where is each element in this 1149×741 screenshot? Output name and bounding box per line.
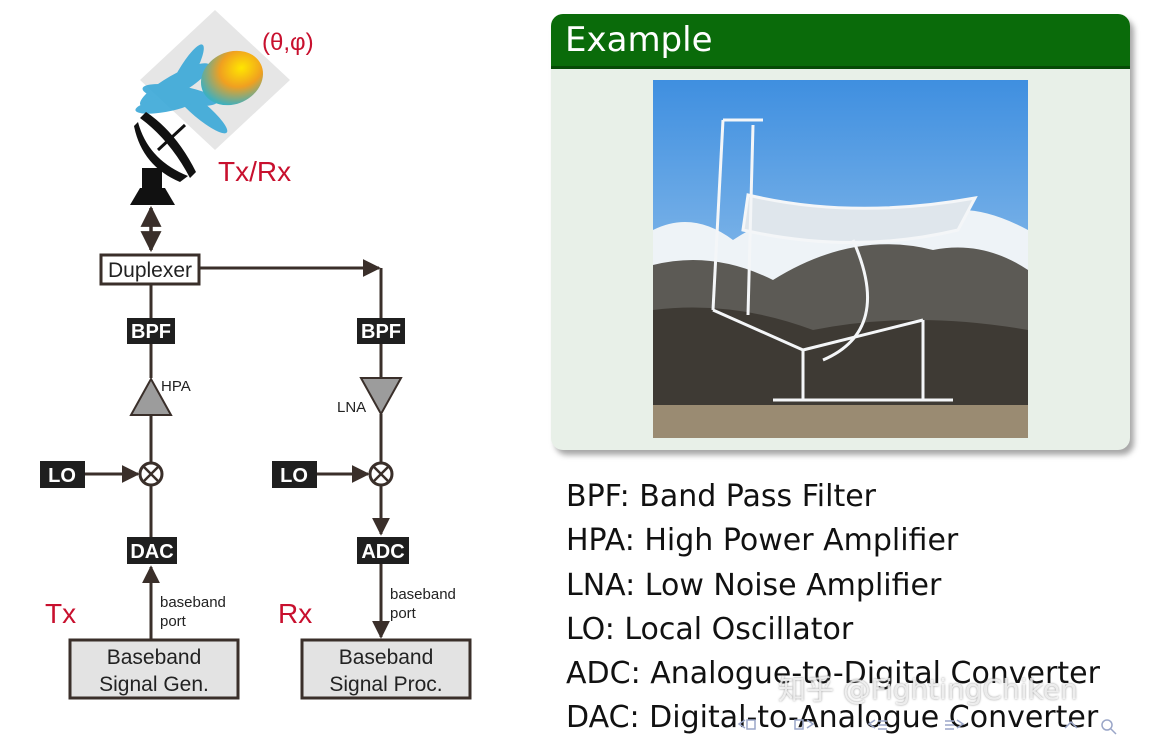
nav-back-icon[interactable]	[1064, 720, 1078, 729]
rx-bpf-block	[357, 318, 405, 344]
baseband-signal-gen-box	[68, 638, 240, 700]
glossary-item: ADC: Analogue-to-Digital Converter	[566, 656, 1100, 692]
rx-lo-label: LO	[280, 465, 308, 487]
rf-transceiver-diagram: (θ,φ) Tx/Rx Duplexer BPF HPA LO DAC	[40, 10, 472, 700]
glossary-item: LNA: Low Noise Amplifier	[566, 567, 942, 603]
baseband-signal-proc-box	[300, 638, 472, 700]
slide-navigation-bar	[737, 719, 1117, 735]
adc-label: ADC	[361, 541, 404, 563]
watermark: 知乎 @FightingChiken	[778, 673, 1078, 706]
nav-prev-section-icon[interactable]	[867, 719, 887, 730]
beam-direction-label: (θ,φ)	[262, 29, 314, 56]
rx-port-label-line2: port	[390, 605, 417, 622]
tx-lo-block	[40, 461, 85, 488]
glossary-item: DAC: Digital-to-Analogue Converter	[566, 700, 1099, 736]
nav-search-icon[interactable]	[1101, 719, 1117, 735]
radiation-pattern-icon	[135, 10, 290, 150]
hpa-label: HPA	[161, 378, 191, 395]
tx-bpf-label: BPF	[131, 321, 171, 343]
antenna-label: Tx/Rx	[218, 156, 291, 187]
rx-mixer-icon	[368, 461, 394, 487]
tx-chain: BPF HPA LO DAC baseband port Tx Baseband…	[40, 284, 240, 700]
rx-port-label-line1: baseband	[390, 586, 456, 603]
example-title: Example	[551, 14, 1130, 69]
tx-box-line2: Signal Gen.	[99, 673, 209, 696]
acronym-glossary: BPF: Band Pass Filter HPA: High Power Am…	[566, 475, 1100, 741]
tx-mixer-icon	[138, 461, 164, 487]
lna-amplifier-icon	[359, 377, 403, 417]
adc-block	[357, 537, 409, 564]
nav-prev-slide-icon[interactable]	[737, 719, 756, 730]
glossary-item: LO: Local Oscillator	[566, 611, 854, 647]
lna-label: LNA	[337, 399, 366, 416]
dac-block	[127, 537, 177, 564]
radio-telescope-photo	[653, 80, 1028, 438]
tx-port-label-line1: baseband	[160, 594, 226, 611]
example-block: Example	[551, 14, 1130, 450]
tx-lo-label: LO	[48, 465, 76, 487]
nav-next-slide-icon[interactable]	[794, 719, 815, 730]
rx-side-label: Rx	[278, 598, 312, 629]
tx-side-label: Tx	[45, 598, 76, 629]
tx-bpf-block	[127, 318, 175, 344]
rx-box-line2: Signal Proc.	[329, 673, 442, 696]
glossary-item: BPF: Band Pass Filter	[566, 479, 877, 514]
dac-label: DAC	[130, 541, 173, 563]
glossary-item: HPA: High Power Amplifier	[566, 523, 959, 559]
rx-chain: BPF LNA LO ADC baseband port Rx Baseband…	[272, 318, 472, 700]
rx-bpf-label: BPF	[361, 321, 401, 343]
nav-next-section-icon[interactable]	[945, 719, 965, 730]
rx-box-line1: Baseband	[339, 646, 434, 669]
duplexer-label: Duplexer	[108, 259, 192, 282]
tx-box-line1: Baseband	[107, 646, 202, 669]
dish-antenna-icon	[130, 112, 196, 205]
tx-port-label-line2: port	[160, 613, 187, 630]
rx-lo-block	[272, 461, 317, 488]
